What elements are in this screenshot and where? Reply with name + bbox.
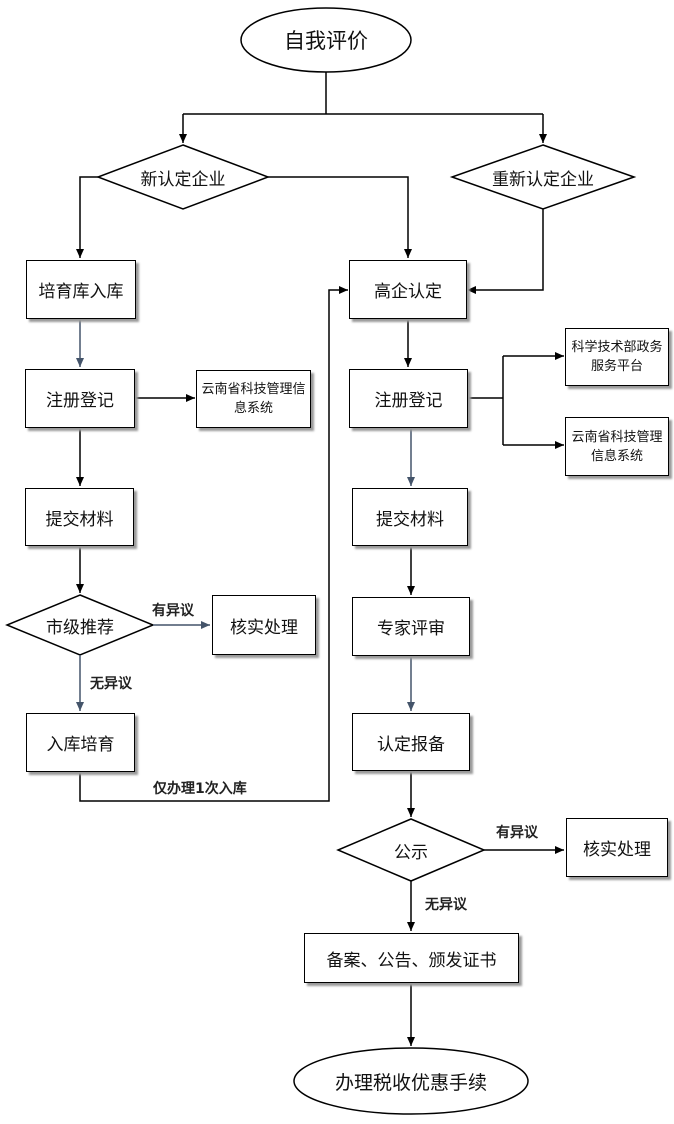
edge-right-register-split [468, 356, 504, 445]
expert-review-box: 专家评审 [352, 597, 470, 656]
left-no-objection-label: 无异议 [90, 676, 132, 692]
right-register-box: 注册登记 [349, 369, 468, 428]
edge-new-to-cultivation [76, 176, 98, 258]
new-enterprise-diamond [95, 144, 271, 210]
publicity-decision: 公示 [394, 842, 428, 863]
right-yunnan-system-box: 云南省科技管理信息系统 [565, 417, 669, 476]
city-recommend-decision: 市级推荐 [46, 617, 114, 638]
right-submit-box: 提交材料 [352, 488, 468, 546]
re-enterprise-decision: 重新认定企业 [492, 169, 594, 190]
hte-certification-box: 高企认定 [349, 260, 467, 319]
once-only-label: 仅办理1次入库 [153, 781, 247, 797]
left-objection-label: 有异议 [152, 603, 194, 619]
edge-cultivation-to-hte [79, 286, 348, 802]
left-register-box: 注册登记 [25, 369, 135, 428]
right-no-objection-label: 无异议 [425, 897, 467, 913]
edge-start-split [183, 72, 543, 115]
most-platform-box: 科学技术部政务服务平台 [565, 328, 669, 386]
left-yunnan-system-box: 云南省科技管理信息系统 [196, 370, 311, 428]
certificate-box: 备案、公告、颁发证书 [304, 933, 519, 983]
left-verify-box: 核实处理 [212, 595, 316, 655]
new-enterprise-decision: 新认定企业 [140, 169, 226, 190]
cultivation-box: 入库培育 [26, 713, 135, 772]
right-objection-label: 有异议 [496, 825, 538, 841]
end-ellipse [293, 1047, 529, 1115]
left-submit-box: 提交材料 [25, 488, 134, 546]
filing-box: 认定报备 [352, 713, 470, 771]
start-self-evaluation: 自我评价 [284, 29, 368, 53]
cultivation-entry-box: 培育库入库 [26, 260, 136, 319]
end-tax-procedure: 办理税收优惠手续 [334, 1071, 487, 1094]
right-verify-box: 核实处理 [566, 818, 668, 877]
edge-re-to-hte [467, 209, 544, 294]
edge-new-to-hte [268, 176, 412, 258]
